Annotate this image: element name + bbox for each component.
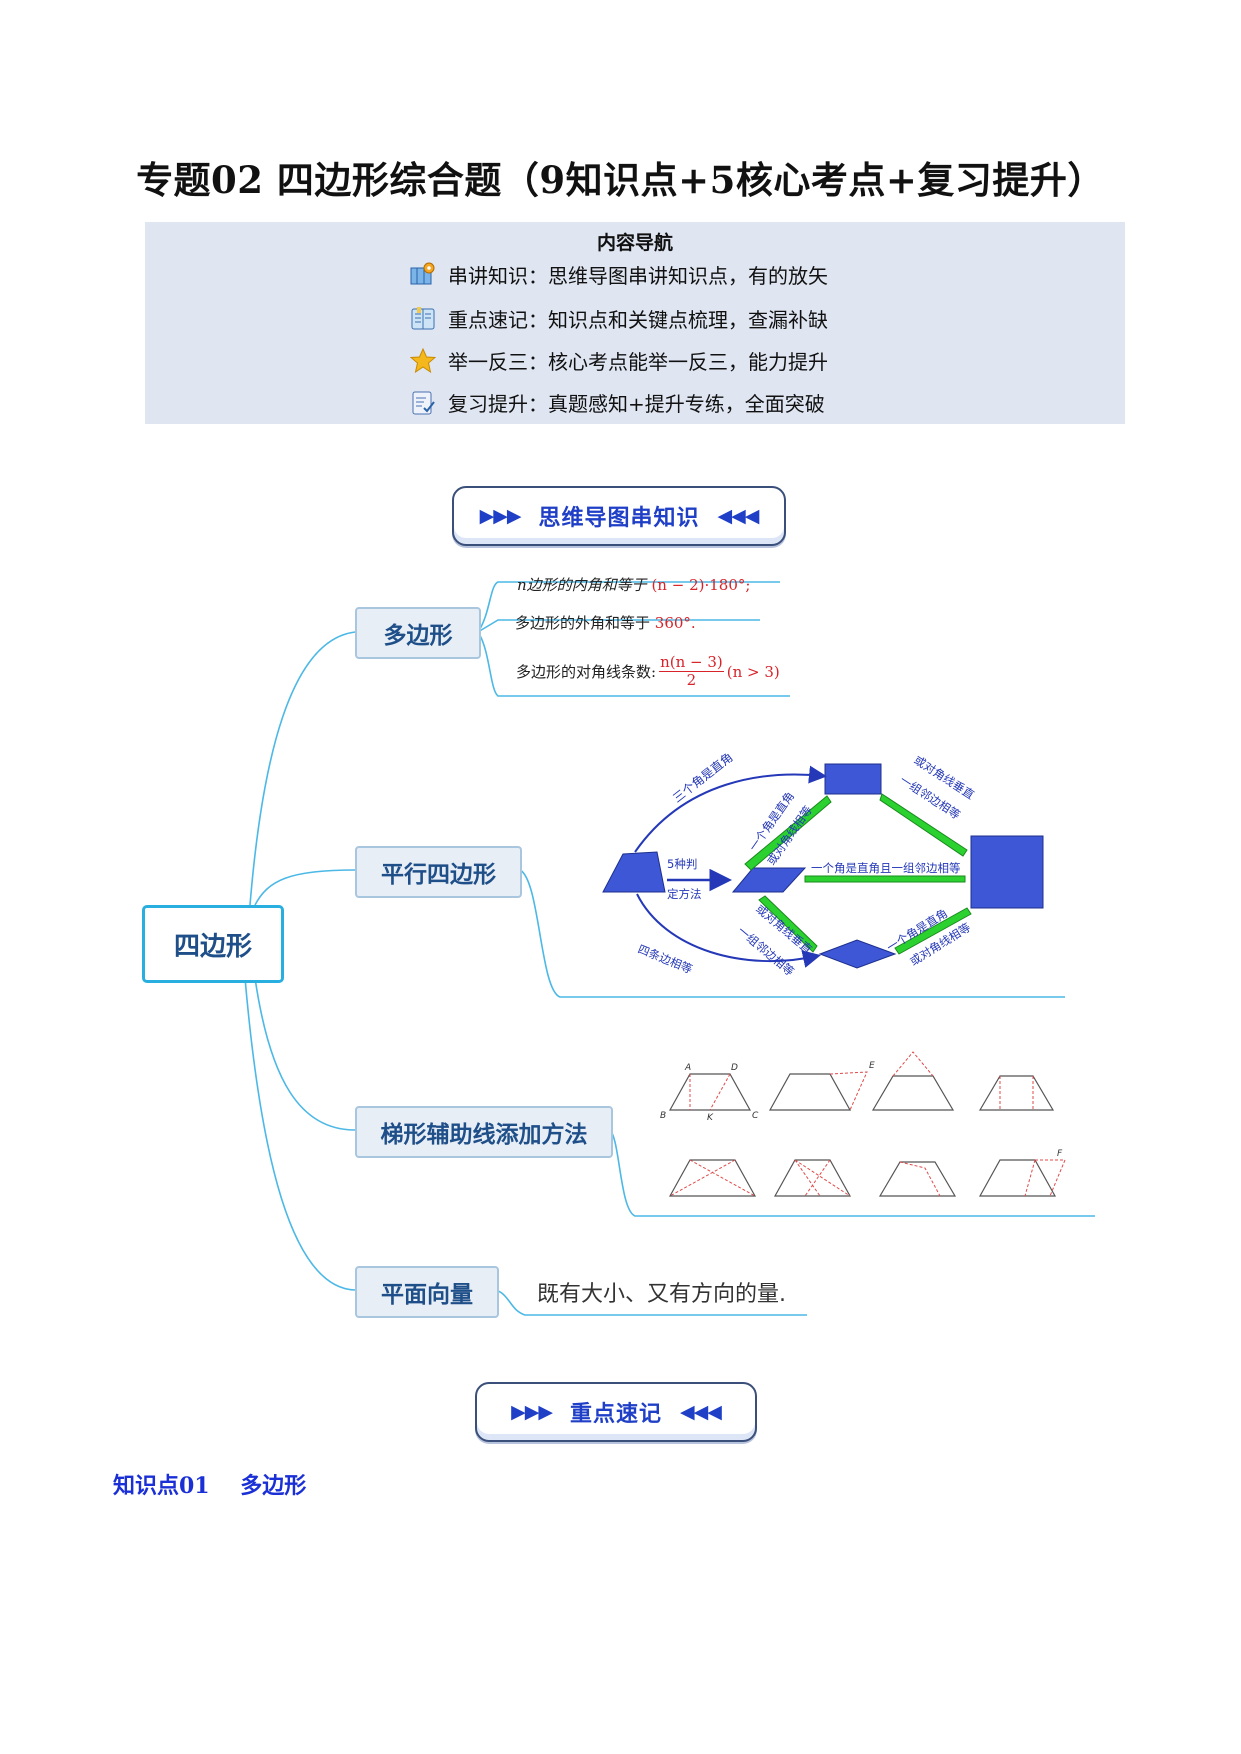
map-icon [410,262,435,284]
nav-item-key-points: 重点速记：知识点和关键点梳理，查漏补缺 [410,304,828,333]
nav-item-review-knowledge: 串讲知识：思维导图串讲知识点，有的放矢 [410,260,828,289]
green-arrow-to-square [804,875,966,883]
page-title: 专题02 四边形综合题（9知识点+5核心考点+复习提升） [136,158,1105,202]
fraction-denominator: 2 [686,671,697,689]
leaf-interior-angle-sum: n边形的内角和等于 (n − 2)·180°; [517,574,750,595]
leaf-condition: (n > 3) [726,662,780,681]
rectangle-shape [824,763,882,795]
branch-trapezoid-aux-lines: 梯形辅助线添加方法 [355,1106,613,1158]
trapezoid-fig-2 [768,1073,852,1111]
branch-polygon: 多边形 [355,607,481,659]
quadrilateral-shape [602,851,666,893]
triple-right-arrow-icon: ▶▶▶ [479,505,522,527]
label-right-angle-and-adjacent-equal: 一个角是直角且一组邻边相等 [811,861,961,875]
nav-item-label: 举一反三：核心考点能举一反三，能力提升 [448,350,828,374]
knowledge-point-heading: 知识点01 多边形 [113,1468,306,1500]
mindmap-root-node: 四边形 [142,905,284,983]
nav-item-label: 重点速记：知识点和关键点梳理，查漏补缺 [448,308,828,332]
leaf-vector-definition: 既有大小、又有方向的量. [537,1282,786,1307]
trapezoid-fig-5 [668,1159,757,1197]
content-navigation-box: 内容导航 串讲知识：思维导图串讲知识点，有的放矢 重点速记：知识点和关键点梳理，… [145,222,1125,424]
fraction: n(n − 3) 2 [659,654,724,689]
section-header-mindmap: ▶▶▶ 思维导图串知识 ◀◀◀ [452,486,786,546]
nav-item-practice: 复习提升：真题感知+提升专练，全面突破 [410,388,825,417]
leaf-text: 多边形的外角和等于 [515,614,651,632]
leaf-text: 多边形的对角线条数: [516,663,657,681]
branch-plane-vector: 平面向量 [355,1266,499,1318]
trapezoid-fig-7 [878,1161,957,1197]
leaf-exterior-angle-sum: 多边形的外角和等于 360°. [515,612,696,633]
nav-heading: 内容导航 [596,232,673,254]
section-header-label: 重点速记 [569,1402,662,1427]
book-icon [411,306,435,329]
parallelogram-diagram: 三个角是直角 一个角是直角 或对角线相等 或对角线垂直 一组邻边相等 一个角是直… [602,750,1044,979]
triple-right-arrow-icon: ▶▶▶ [511,1401,553,1423]
leaf-text: n边形的内角和等于 [517,576,647,594]
parallelogram-shape [731,867,807,893]
trapezoid-fig-1 [668,1073,752,1111]
fraction-numerator: n(n − 3) [659,653,724,672]
label-three-right-angles: 三个角是直角 [670,750,735,805]
leaf-formula: 360°. [654,614,696,632]
green-arrow-rhombus-to-square [894,907,972,955]
green-arrow-rectangle-to-square [879,793,968,857]
checklist-icon [412,391,435,414]
vertex-label: B [660,1111,666,1121]
trapezoid-figures: A D B K C E F [660,1051,1066,1197]
vertex-label: E [869,1061,875,1071]
section-header-keypoints: ▶▶▶ 重点速记 ◀◀◀ [475,1382,757,1442]
trapezoid-fig-6 [773,1159,852,1197]
knowledge-point-name: 多边形 [240,1473,307,1499]
nav-item-examples: 举一反三：核心考点能举一反三，能力提升 [410,346,828,375]
nav-item-label: 串讲知识：思维导图串讲知识点，有的放矢 [448,264,828,288]
arrow-four-equal-sides [636,893,821,968]
branch-parallelogram: 平行四边形 [355,846,522,898]
knowledge-point-number: 知识点01 [113,1473,210,1499]
star-icon [410,347,436,373]
triple-left-arrow-icon: ◀◀◀ [717,505,760,527]
leaf-diagonal-count: 多边形的对角线条数: n(n − 3) 2 (n > 3) [516,654,780,689]
green-arrow-to-rectangle [744,795,832,871]
vertex-label: A [684,1063,691,1073]
vertex-label: F [1057,1149,1063,1159]
square-shape [970,835,1044,909]
trapezoid-fig-4 [978,1075,1055,1111]
label-five-methods-2: 定方法 [667,887,702,901]
triple-left-arrow-icon: ◀◀◀ [680,1401,722,1423]
section-header-label: 思维导图串知识 [538,506,700,531]
vertex-label: C [752,1111,759,1121]
green-arrow-to-rhombus [758,895,818,953]
trapezoid-fig-3 [871,1075,955,1111]
label-five-methods-1: 5种判 [667,857,697,871]
vertex-label: D [731,1063,738,1073]
leaf-formula: (n − 2)·180°; [651,576,751,594]
arrow-three-right-angles [634,765,827,853]
nav-item-label: 复习提升：真题感知+提升专练，全面突破 [448,392,825,416]
vertex-label: K [707,1113,714,1123]
trapezoid-fig-8 [978,1159,1057,1197]
rhombus-shape [818,939,897,969]
label-four-equal-sides: 四条边相等 [636,942,695,977]
